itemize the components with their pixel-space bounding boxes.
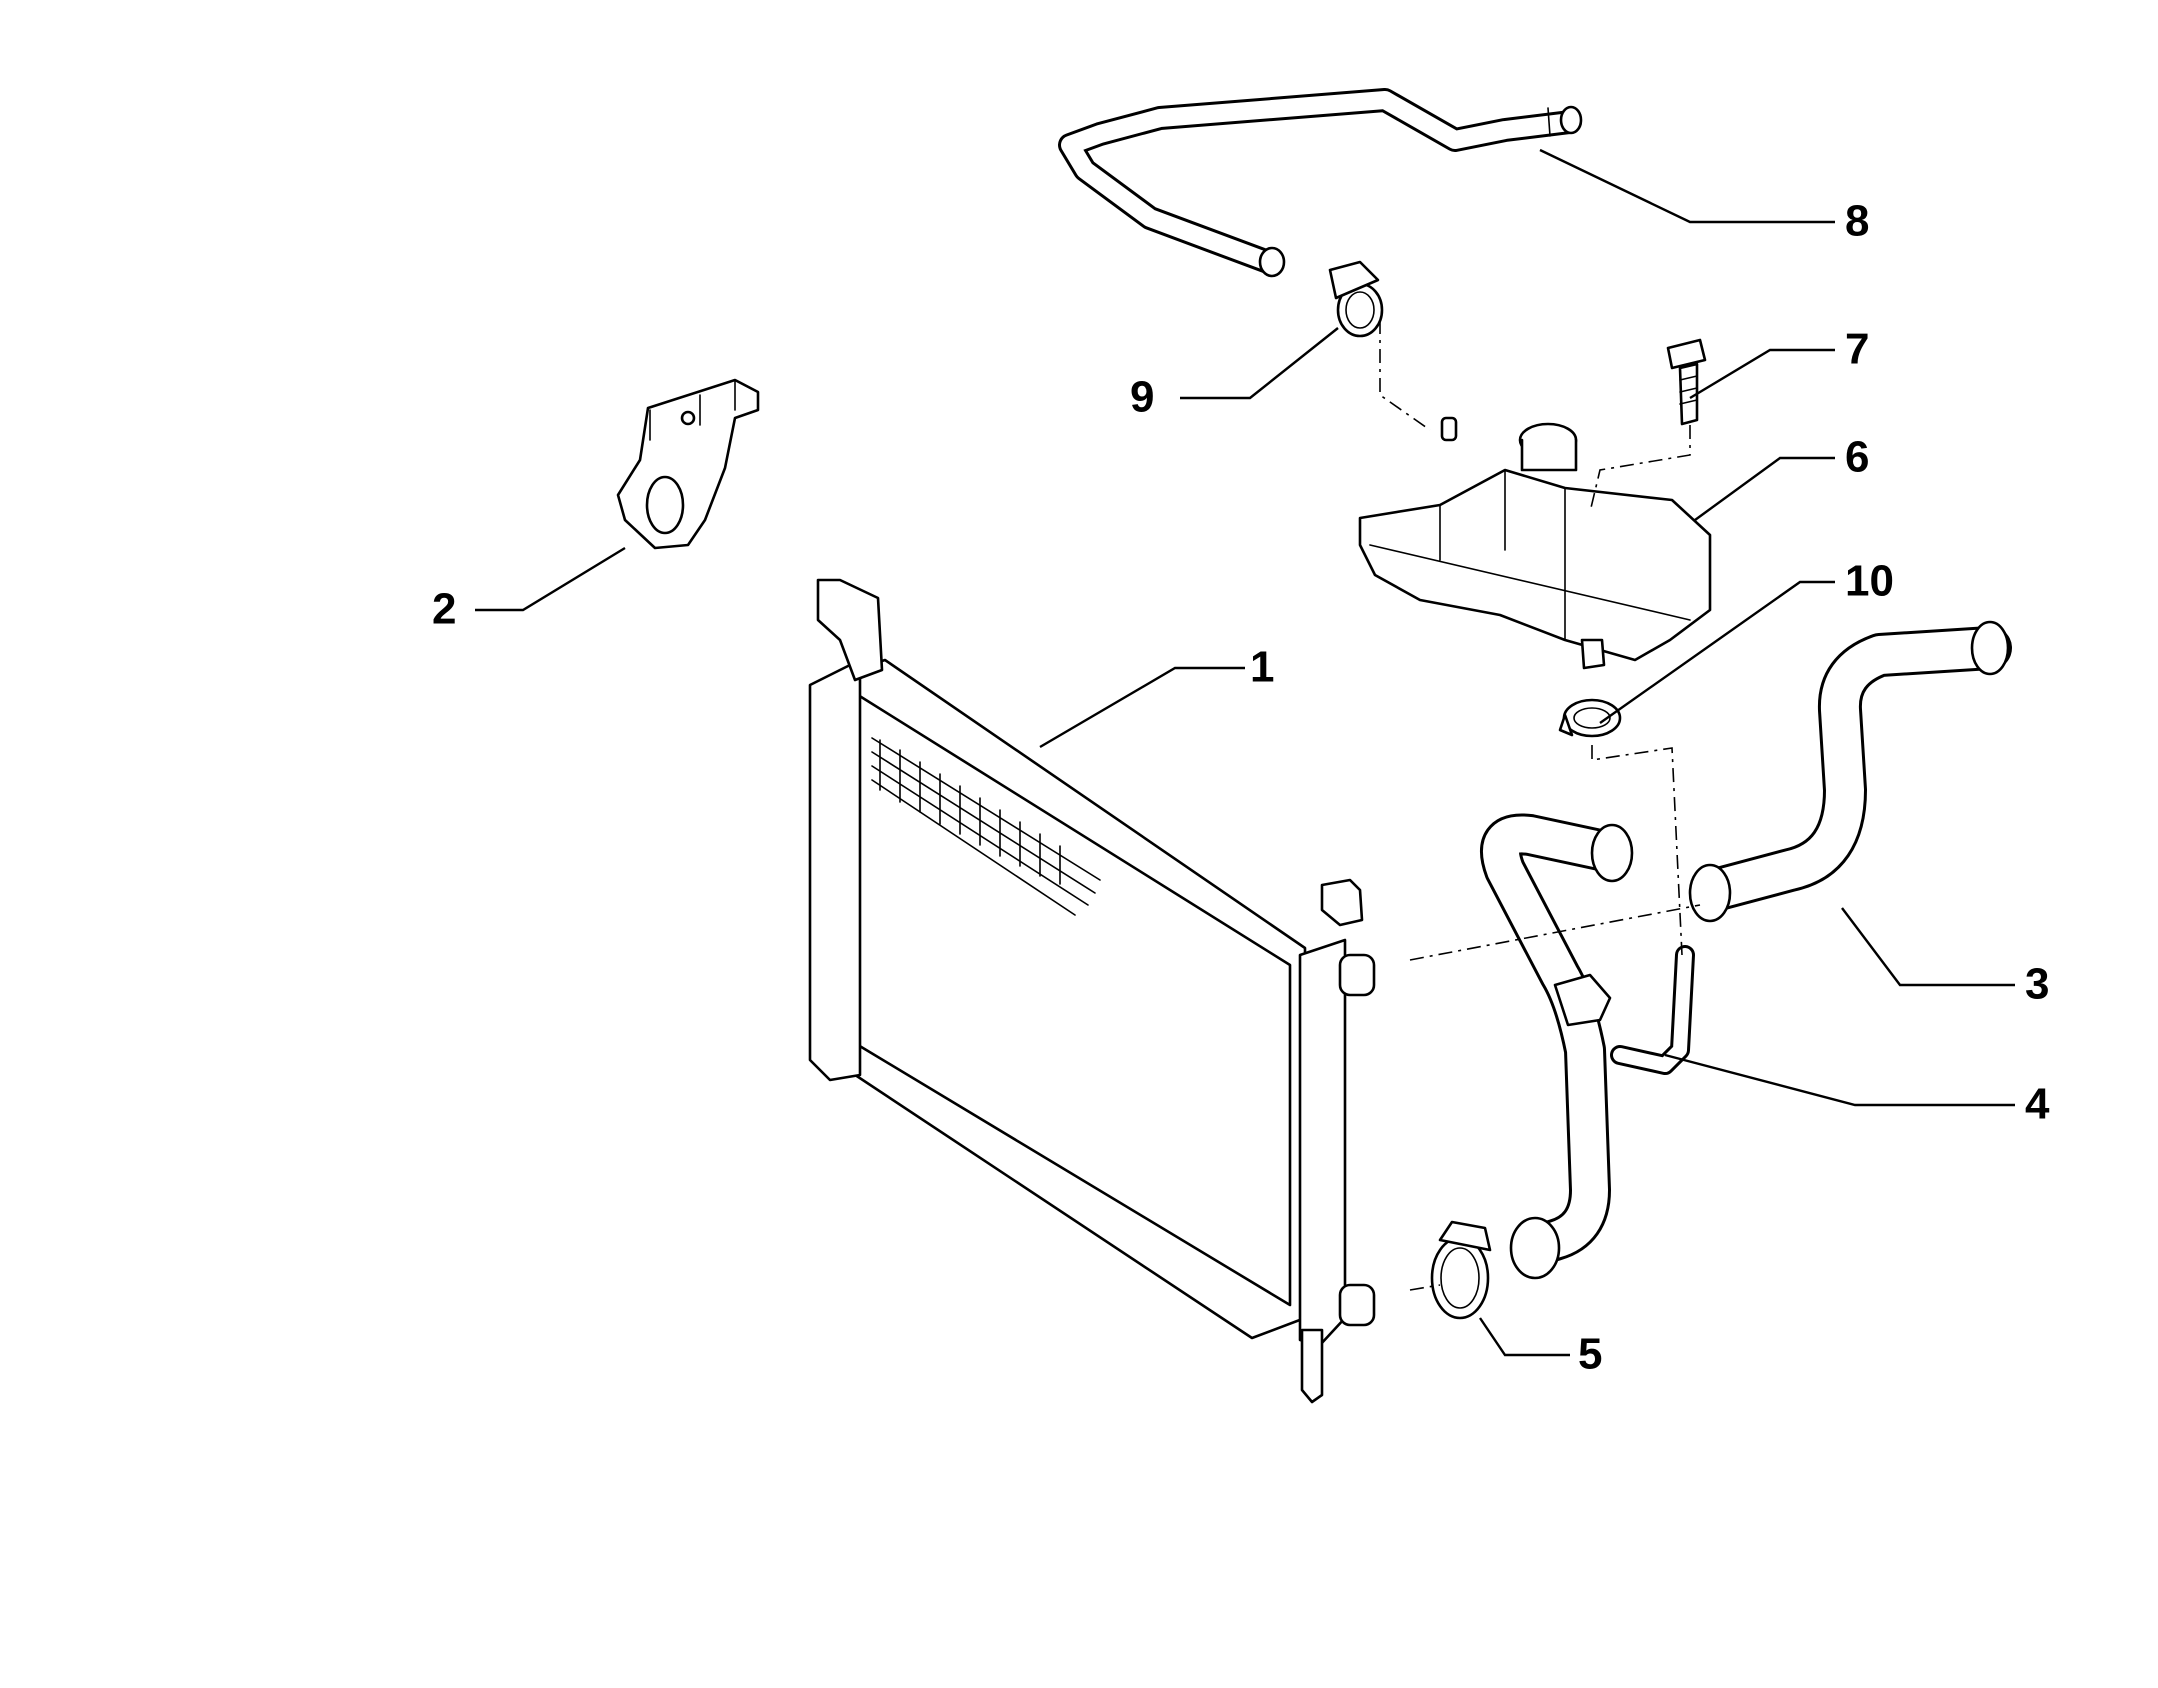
leader-5 <box>1479 1317 1570 1357</box>
part-6-expansion-tank[interactable] <box>1358 416 1712 670</box>
part-8-breather-hose[interactable] <box>1058 88 1583 278</box>
leader-9 <box>1180 327 1339 400</box>
part-7-bolt[interactable] <box>1666 338 1707 426</box>
callout-8: 8 <box>1845 197 1869 246</box>
radiator-core-fins <box>871 737 1101 916</box>
leader-4 <box>1664 1053 2015 1107</box>
leader-10 <box>1599 580 1835 724</box>
callout-4: 4 <box>2025 1080 2050 1129</box>
part-10-hose-clamp[interactable] <box>1558 698 1622 738</box>
callout-2: 2 <box>432 585 456 634</box>
part-3-radiator-hose[interactable] <box>1688 620 2012 923</box>
part-9-hose-clamp[interactable] <box>1328 260 1384 338</box>
leader-7 <box>1689 348 1835 400</box>
leader-3 <box>1841 907 2015 987</box>
callout-10: 10 <box>1845 557 1894 606</box>
callout-labels: 1 2 3 4 5 6 7 8 9 10 <box>432 197 2050 1379</box>
leader-lines <box>475 148 2015 1357</box>
callout-7: 7 <box>1845 325 1869 374</box>
part-1-radiator[interactable] <box>808 578 1376 1404</box>
callout-9: 9 <box>1130 373 1154 422</box>
part-5-hose-clamp[interactable] <box>1430 1220 1492 1320</box>
leader-2 <box>475 546 626 612</box>
callout-3: 3 <box>2025 960 2049 1009</box>
part-2-mounting-bracket[interactable] <box>616 378 760 550</box>
leader-6 <box>1694 456 1835 521</box>
callout-1: 1 <box>1250 643 1274 692</box>
assembly-dash-lines <box>1379 320 1701 1291</box>
callout-6: 6 <box>1845 433 1869 482</box>
leader-1 <box>1039 666 1245 749</box>
part-4-radiator-hose[interactable] <box>1480 813 1695 1280</box>
leader-8 <box>1539 148 1835 224</box>
callout-5: 5 <box>1578 1330 1602 1379</box>
